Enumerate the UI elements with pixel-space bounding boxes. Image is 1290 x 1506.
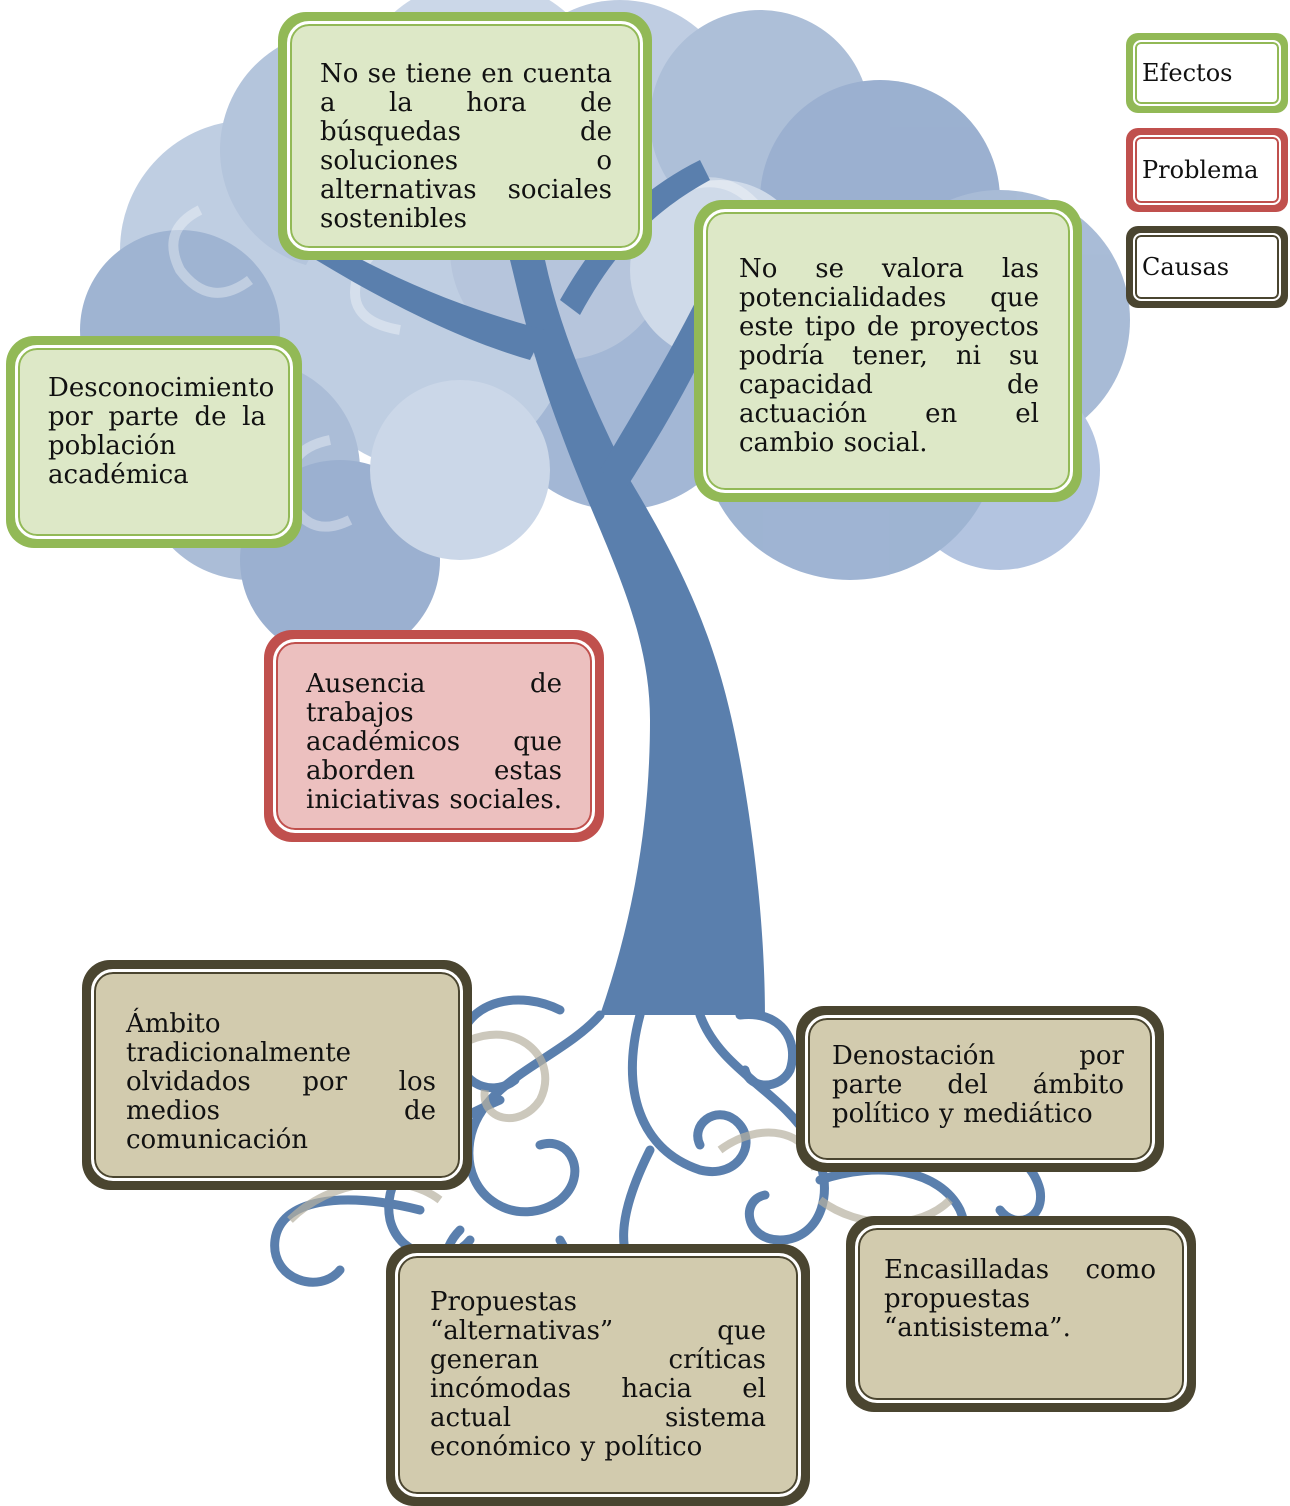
legend-causes-label: Causas <box>1142 253 1230 281</box>
legend-causes: Causas <box>1126 226 1288 308</box>
effect-box-left: Desconocimiento por parte de la població… <box>6 336 302 548</box>
cause-box-antisystem: Encasilladas como propuestas “antisistem… <box>846 1216 1196 1412</box>
legend-problem: Problema <box>1126 128 1288 212</box>
effect-text-left: Desconocimiento por parte de la població… <box>48 373 275 490</box>
cause-text-alternatives: Propuestas “alternativas” que generan cr… <box>430 1287 766 1462</box>
effect-text-top: No se tiene en cuenta a la hora de búsqu… <box>320 59 612 234</box>
cause-text-antisystem: Encasilladas como propuestas “antisistem… <box>884 1255 1156 1343</box>
cause-box-alternatives: Propuestas “alternativas” que generan cr… <box>386 1244 810 1506</box>
cause-text-media: Ámbito tradicionalmente olvidados por lo… <box>126 1009 436 1155</box>
legend-problem-label: Problema <box>1142 156 1259 184</box>
effect-text-right: No se valora las potencialidades que est… <box>739 254 1039 458</box>
cause-box-political: Denostación por parte del ámbito polític… <box>796 1006 1164 1172</box>
problem-box: Ausencia de trabajos académicos que abor… <box>264 630 604 842</box>
cause-text-political: Denostación por parte del ámbito polític… <box>832 1041 1124 1129</box>
legend-effects: Efectos <box>1126 33 1288 113</box>
legend-effects-label: Efectos <box>1142 59 1233 87</box>
effect-box-top: No se tiene en cuenta a la hora de búsqu… <box>278 12 652 260</box>
cause-box-media: Ámbito tradicionalmente olvidados por lo… <box>82 960 472 1190</box>
effect-box-right: No se valora las potencialidades que est… <box>694 200 1082 502</box>
problem-text: Ausencia de trabajos académicos que abor… <box>306 669 562 815</box>
